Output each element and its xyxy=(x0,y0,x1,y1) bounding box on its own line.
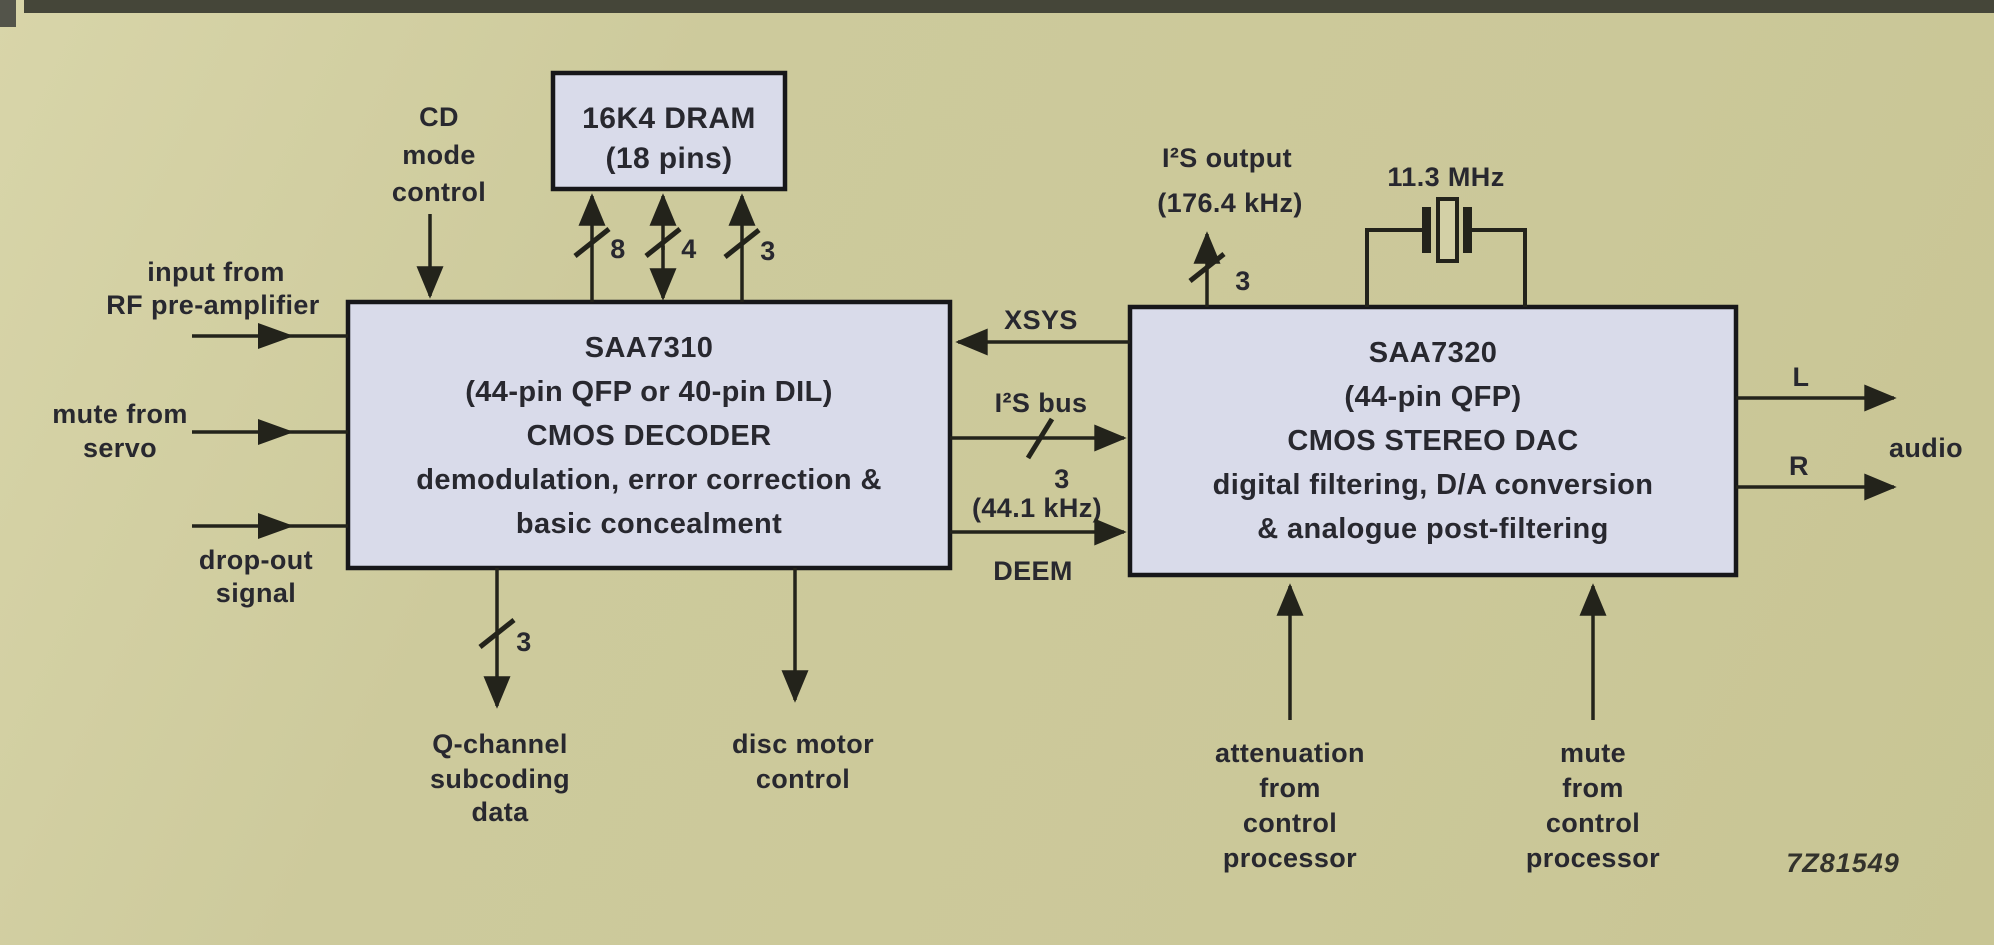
input-rf-arrowhead xyxy=(258,323,294,349)
mute-servo-arrowhead xyxy=(258,419,294,445)
bus-width-3: 3 xyxy=(760,236,775,266)
figure-code: 7Z81549 xyxy=(1786,848,1900,878)
rate-44-label: (44.1 kHz) xyxy=(972,493,1102,523)
cd-mode-label-2: mode xyxy=(402,140,476,170)
q-channel-label-3: data xyxy=(471,797,529,827)
dram-title: 16K4 DRAM xyxy=(582,102,756,135)
dac-function-1: digital filtering, D/A conversion xyxy=(1213,469,1654,501)
i2s-output-width: 3 xyxy=(1235,266,1250,296)
input-rf-label-2: RF pre-amplifier xyxy=(106,290,320,320)
mute-servo-label-1: mute from xyxy=(52,399,188,429)
crystal-plate-left xyxy=(1422,207,1431,253)
disc-motor-label-2: control xyxy=(756,764,850,794)
bus-width-4: 4 xyxy=(681,234,696,264)
mute-dac-label-2: from xyxy=(1562,773,1624,803)
dac-package: (44-pin QFP) xyxy=(1344,381,1521,413)
dac-function-2: & analogue post-filtering xyxy=(1257,513,1609,545)
crystal-body xyxy=(1436,197,1459,263)
dropout-arrowhead xyxy=(258,513,294,539)
i2s-output-slash xyxy=(1188,252,1226,283)
bus-slash-8 xyxy=(573,227,611,258)
q-channel-label-1: Q-channel xyxy=(432,729,568,759)
dram-box xyxy=(550,70,788,192)
dac-type: CMOS STEREO DAC xyxy=(1287,425,1578,457)
decoder-title: SAA7310 xyxy=(585,332,714,364)
mute-dac-label-4: processor xyxy=(1526,843,1660,873)
q-channel-width: 3 xyxy=(516,627,531,657)
decoder-box xyxy=(345,299,953,571)
mute-dac-label-3: control xyxy=(1546,808,1640,838)
dac-box xyxy=(1127,304,1739,578)
attenuation-label-3: control xyxy=(1243,808,1337,838)
dropout-label-2: signal xyxy=(216,578,296,608)
deem-label: DEEM xyxy=(993,556,1073,586)
cd-mode-label-1: CD xyxy=(419,102,459,132)
right-channel-label: R xyxy=(1789,451,1809,481)
decoder-function-1: demodulation, error correction & xyxy=(416,464,882,496)
cd-mode-label-3: control xyxy=(392,177,486,207)
bus-slash-3 xyxy=(723,228,761,259)
i2s-bus-slash xyxy=(1025,417,1055,460)
scan-corner-mark xyxy=(0,0,16,27)
i2s-output-label-2: (176.4 kHz) xyxy=(1157,188,1302,218)
dropout-label-1: drop-out xyxy=(199,545,313,575)
input-rf-label-1: input from xyxy=(147,257,284,287)
crystal-frequency-label: 11.3 MHz xyxy=(1387,162,1504,192)
decoder-package: (44-pin QFP or 40-pin DIL) xyxy=(465,376,833,408)
i2s-bus-width: 3 xyxy=(1054,464,1069,494)
bus-slash-4 xyxy=(644,227,682,258)
crystal-symbol xyxy=(1365,197,1527,307)
attenuation-label-2: from xyxy=(1259,773,1321,803)
bus-width-8: 8 xyxy=(610,234,625,264)
audio-label: audio xyxy=(1889,433,1963,463)
q-channel-slash xyxy=(478,618,516,649)
i2s-output-label-1: I²S output xyxy=(1162,143,1292,173)
scan-top-strip xyxy=(24,0,1994,13)
i2s-bus-label: I²S bus xyxy=(995,388,1088,418)
attenuation-label-4: processor xyxy=(1223,843,1357,873)
q-channel-label-2: subcoding xyxy=(430,764,570,794)
dac-title: SAA7320 xyxy=(1369,337,1498,369)
mute-dac-label-1: mute xyxy=(1560,738,1626,768)
dram-subtitle: (18 pins) xyxy=(606,142,733,175)
decoder-type: CMOS DECODER xyxy=(527,420,772,452)
decoder-function-2: basic concealment xyxy=(516,508,782,540)
crystal-plate-right xyxy=(1463,207,1472,253)
attenuation-label-1: attenuation xyxy=(1215,738,1365,768)
mute-servo-label-2: servo xyxy=(83,433,157,463)
disc-motor-label-1: disc motor xyxy=(732,729,874,759)
left-channel-label: L xyxy=(1793,362,1810,392)
xsys-label: XSYS xyxy=(1004,305,1078,335)
